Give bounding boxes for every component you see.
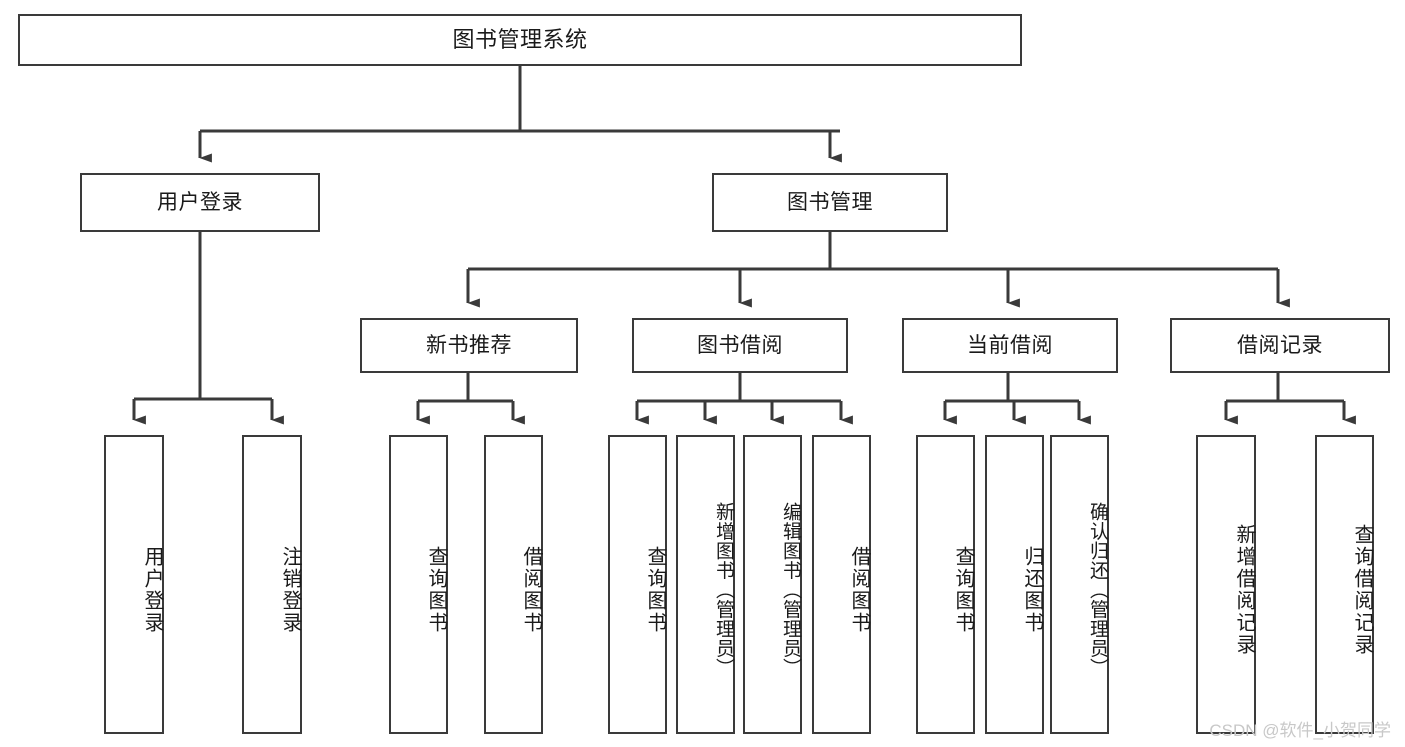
leaf-add-book-admin[interactable]: 新增图书（管理员） (676, 435, 735, 734)
leaf-borrow-query-book-label: 查询图书 (644, 545, 666, 634)
leaf-return-book-label: 归还图书 (1021, 545, 1043, 634)
node-root-label: 图书管理系统 (452, 26, 588, 52)
node-user-login[interactable]: 用户登录 (80, 173, 320, 232)
node-borrow-record[interactable]: 借阅记录 (1170, 318, 1390, 373)
leaf-current-query-book-label: 查询图书 (952, 545, 974, 634)
leaf-query-borrow-record-label: 查询借阅记录 (1351, 523, 1373, 656)
leaf-confirm-return-admin[interactable]: 确认归还（管理员） (1050, 435, 1109, 734)
leaf-edit-book-admin-label: 编辑图书（管理员） (780, 501, 801, 678)
leaf-borrow-book[interactable]: 借阅图书 (812, 435, 871, 734)
node-new-book-recommend[interactable]: 新书推荐 (360, 318, 578, 373)
leaf-add-borrow-record-label: 新增借阅记录 (1233, 523, 1255, 656)
leaf-user-login-label: 用户登录 (141, 545, 163, 634)
leaf-return-book[interactable]: 归还图书 (985, 435, 1044, 734)
leaf-borrow-book-label: 借阅图书 (848, 545, 870, 634)
node-current-borrow-label: 当前借阅 (967, 333, 1053, 357)
node-book-borrow-label: 图书借阅 (697, 333, 783, 357)
leaf-recommend-query-book[interactable]: 查询图书 (389, 435, 448, 734)
node-book-management[interactable]: 图书管理 (712, 173, 948, 232)
leaf-add-book-admin-label: 新增图书（管理员） (713, 501, 734, 678)
leaf-recommend-borrow-book-label: 借阅图书 (520, 545, 542, 634)
node-book-borrow[interactable]: 图书借阅 (632, 318, 848, 373)
leaf-user-login[interactable]: 用户登录 (104, 435, 164, 734)
node-book-management-label: 图书管理 (787, 190, 873, 214)
node-new-book-recommend-label: 新书推荐 (426, 333, 512, 357)
leaf-current-query-book[interactable]: 查询图书 (916, 435, 975, 734)
leaf-query-borrow-record[interactable]: 查询借阅记录 (1315, 435, 1374, 734)
leaf-borrow-query-book[interactable]: 查询图书 (608, 435, 667, 734)
leaf-recommend-borrow-book[interactable]: 借阅图书 (484, 435, 543, 734)
leaf-edit-book-admin[interactable]: 编辑图书（管理员） (743, 435, 802, 734)
leaf-confirm-return-admin-label: 确认归还（管理员） (1087, 501, 1108, 678)
leaf-recommend-query-book-label: 查询图书 (425, 545, 447, 634)
leaf-user-logout[interactable]: 注销登录 (242, 435, 302, 734)
leaf-user-logout-label: 注销登录 (279, 545, 301, 634)
node-user-login-label: 用户登录 (157, 190, 243, 214)
leaf-add-borrow-record[interactable]: 新增借阅记录 (1196, 435, 1256, 734)
node-borrow-record-label: 借阅记录 (1237, 333, 1323, 357)
node-current-borrow[interactable]: 当前借阅 (902, 318, 1118, 373)
csdn-watermark: CSDN @软件_小贺同学 (1209, 721, 1391, 740)
node-root[interactable]: 图书管理系统 (18, 14, 1022, 66)
